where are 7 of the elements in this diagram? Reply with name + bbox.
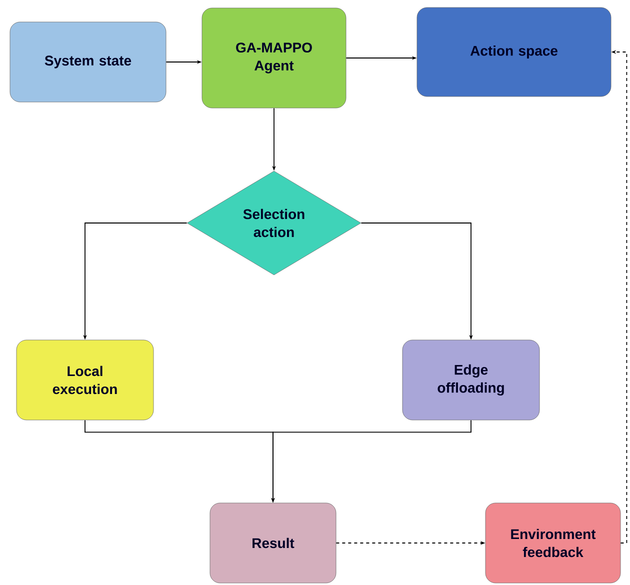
process-box: System state [10,22,166,102]
process-box: Edge offloading [402,340,540,420]
process-box: Environment feedback [485,502,621,584]
process-box: Local execution [16,340,154,420]
process-box: Action space [416,7,612,97]
process-box: Result [210,502,336,584]
process-box: GA-MAPPO Agent [202,8,346,108]
